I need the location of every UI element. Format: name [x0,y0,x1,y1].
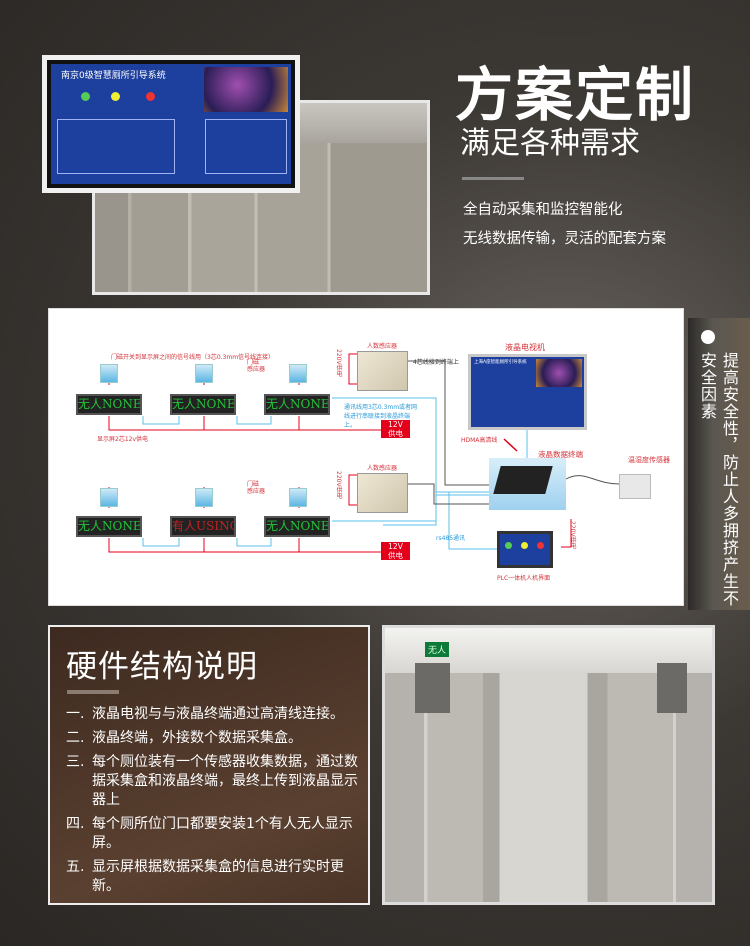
led-display: 无人NONE [76,394,142,415]
lcd-tv-image: 上海A座智能厕所引导系统 [468,354,587,430]
temp-sensor-label: 温湿度传感器 [628,456,670,464]
list-item: 一.液晶电视与与液晶终端通过高清线连接。 [66,706,344,722]
plc-panel-image [497,531,553,568]
monitor-screen-title: 南京0级智慧厕所引导系统 [61,71,166,81]
door-sensor-icon [195,488,213,507]
four-core-note: 4芯线接到终端上 [413,359,459,366]
power-220v-label: 220V供电 [569,521,576,549]
power-12v-badge: 12V 供电 [381,542,410,560]
display-power-note: 显示屏2芯12v供电 [97,436,149,443]
rs485-label: rs485通讯 [436,535,466,542]
door-sensor-icon [195,364,213,383]
feature-1: 全自动采集和监控智能化 [463,202,623,218]
door-sensor-icon [100,488,118,507]
list-item: 三.每个厕位装有一个传感器收集数据，通过数据采集盒和液晶终端，最终上传到液晶显示… [66,754,358,808]
divider [462,177,524,180]
temp-sensor-image [619,474,651,499]
door-sensor-icon [289,488,307,507]
tv-screen-title: 上海A座智能厕所引导系统 [474,360,527,365]
side-strip-text: 提高安全性，防止人多拥挤产生不安全因素 [698,352,739,607]
plc-label: PLC一体机人机界面 [497,575,551,582]
side-strip: 提高安全性，防止人多拥挤产生不安全因素 [688,318,750,610]
led-display: 无人NONE [264,516,330,537]
door-sensor-label: 门磁 感应器 [247,481,266,495]
divider [67,690,119,694]
power-220v-label: 220V供电 [335,349,342,377]
door-sensor-icon [100,364,118,383]
hdmi-label: HDMA高清线 [461,437,498,444]
restroom-photo-bottom: 无人 [382,625,715,905]
page-subtitle: 满足各种需求 [460,126,640,161]
hardware-title: 硬件结构说明 [66,649,258,685]
led-display: 无人NONE [170,394,236,415]
led-display: 无人NONE [264,394,330,415]
people-sensor-image [357,351,408,391]
list-item: 二.液晶终端，外接数个数据采集盒。 [66,730,302,746]
door-sensor-label: 门磁 感应器 [247,359,266,373]
bullet-dot-icon [701,330,715,344]
power-12v-badge: 12V 供电 [381,420,410,438]
tv-label: 液晶电视机 [505,343,545,352]
system-diagram: 门磁开关到显示屏之间的信号线用（3芯0.3mm信号线连接） 门磁 感应器 门磁 … [48,308,684,606]
led-display-occupied: 有人USING [170,516,236,537]
monitor-photo: 南京0级智慧厕所引导系统 [42,55,300,193]
door-sensor-icon [289,364,307,383]
power-220v-label: 220V供电 [335,471,342,499]
comm-note: 通讯线用3芯0.3mm或者网线进行串联接到液晶终端上。 [344,404,418,429]
page-title: 方案定制 [455,61,696,129]
occupancy-sign: 无人 [425,642,450,657]
people-sensor-image [357,473,408,513]
people-sensor-label: 人数感应器 [367,465,398,472]
feature-2: 无线数据传输，灵活的配套方案 [463,231,666,247]
hardware-panel: 硬件结构说明 一.液晶电视与与液晶终端通过高清线连接。 二.液晶终端，外接数个数… [48,625,370,905]
list-item: 五.显示屏根据数据采集盒的信息进行实时更新。 [66,859,344,894]
people-sensor-label: 人数感应器 [367,343,398,350]
signal-note: 门磁开关到显示屏之间的信号线用（3芯0.3mm信号线连接） [111,354,275,361]
lcd-terminal-image [489,458,566,510]
list-item: 四.每个厕所位门口都要安装1个有人无人显示屏。 [66,816,353,851]
terminal-label: 液晶数据终端 [538,450,583,459]
led-display: 无人NONE [76,516,142,537]
